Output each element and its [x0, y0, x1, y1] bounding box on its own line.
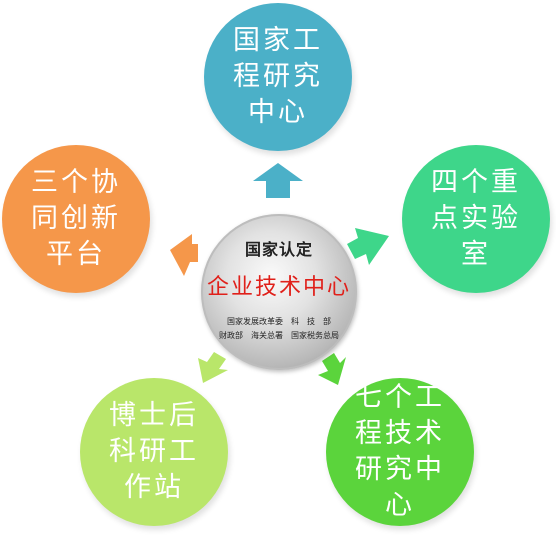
arrow-left — [170, 234, 198, 276]
seal-title: 国家认定 — [244, 242, 313, 259]
seal-issuer-line-2: 财政部 海关总署 国家税务总局 — [219, 331, 339, 340]
node-left: 三个协 同创新 平台 — [2, 145, 150, 293]
node-right: 四个重 点实验 室 — [402, 145, 550, 293]
seal-main-text: 企业技术中心 — [206, 274, 351, 299]
center-seal: 国家认定 企业技术中心 国家发展改革委 科 技 部 财政部 海关总署 国家税务总… — [201, 214, 357, 370]
node-bottom-left: 博士后 科研工 作站 — [80, 378, 228, 526]
arrow-up — [253, 163, 303, 198]
seal-issuer-line-1: 国家发展改革委 科 技 部 — [227, 317, 331, 326]
node-bottom-right: 七个工 程技术 研究中 心 — [326, 378, 474, 526]
arrow-down-right — [318, 353, 346, 385]
arrow-down-left — [198, 352, 228, 383]
node-bottom-left-label: 博士后 科研工 作站 — [109, 400, 199, 503]
arrow-right — [347, 228, 389, 265]
node-bottom-right-label: 七个工 程技术 研究中 心 — [355, 382, 445, 521]
node-top-label: 国家工 程研究 中心 — [233, 25, 323, 128]
node-left-label: 三个协 同创新 平台 — [31, 167, 121, 270]
node-right-label: 四个重 点实验 室 — [431, 167, 521, 270]
node-top: 国家工 程研究 中心 — [204, 3, 352, 151]
